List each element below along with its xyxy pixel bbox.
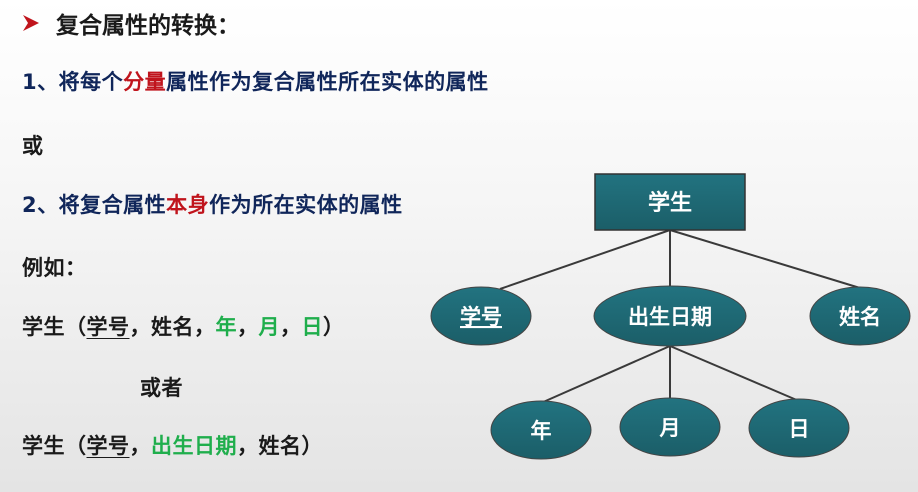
ex1-pre: 学生（ xyxy=(22,315,87,339)
attr-student-id[interactable]: 学号 xyxy=(430,286,532,346)
ex1-year: 年 xyxy=(215,315,237,339)
example-label: 例如： xyxy=(22,256,87,280)
attr-name[interactable]: 姓名 xyxy=(809,286,911,346)
ex1-day: 日 xyxy=(301,315,323,339)
rule-2-post: 作为所在实体的属性 xyxy=(209,193,403,217)
rule-2-pre: 2、将复合属性 xyxy=(22,193,167,217)
rule-1: 1、将每个分量属性作为复合属性所在实体的属性 xyxy=(22,66,489,96)
example-2: 学生（学号，出生日期，姓名） xyxy=(22,430,323,460)
attr-label: 月 xyxy=(659,416,681,440)
rule-1-highlight: 分量 xyxy=(123,70,167,94)
entity-student[interactable]: 学生 xyxy=(594,173,746,231)
ex1-post: ） xyxy=(323,315,345,339)
arrow-bullet-icon xyxy=(23,15,39,31)
ex2-post: ，姓名） xyxy=(237,434,323,458)
attr-label: 出生日期 xyxy=(628,305,712,329)
or-else-text: 或者 xyxy=(140,376,183,400)
ex2-mid: ， xyxy=(129,434,151,458)
ex1-comma: ， xyxy=(280,315,302,339)
ex2-key: 学号 xyxy=(86,434,130,458)
title-text: 复合属性的转换： xyxy=(56,13,240,39)
attr-label: 年 xyxy=(531,419,552,443)
attr-label: 学号 xyxy=(460,305,502,329)
rule-1-post: 属性作为复合属性所在实体的属性 xyxy=(166,70,489,94)
entity-label: 学生 xyxy=(648,190,692,216)
rule-1-pre: 1、将每个 xyxy=(22,70,124,94)
rule-2-highlight: 本身 xyxy=(166,193,210,217)
sub-attr-year[interactable]: 年 xyxy=(490,400,592,460)
ex2-birthdate: 出生日期 xyxy=(151,434,237,458)
ex1-comma: ， xyxy=(237,315,259,339)
sub-attr-day[interactable]: 日 xyxy=(748,398,850,458)
slide-title: 复合属性的转换： xyxy=(22,6,240,40)
rule-2: 2、将复合属性本身作为所在实体的属性 xyxy=(22,189,403,219)
example-1: 学生（学号，姓名，年，月，日） xyxy=(22,311,345,341)
or-text: 或 xyxy=(22,134,44,158)
ex1-mid: ，姓名， xyxy=(129,315,216,339)
ex1-key: 学号 xyxy=(86,315,130,339)
attr-label: 姓名 xyxy=(839,305,881,329)
ex2-pre: 学生（ xyxy=(22,434,87,458)
sub-attr-month[interactable]: 月 xyxy=(619,397,721,457)
connector-lines xyxy=(499,229,861,404)
attr-birthdate[interactable]: 出生日期 xyxy=(593,285,747,347)
ex1-month: 月 xyxy=(258,315,280,339)
attr-label: 日 xyxy=(789,417,810,441)
